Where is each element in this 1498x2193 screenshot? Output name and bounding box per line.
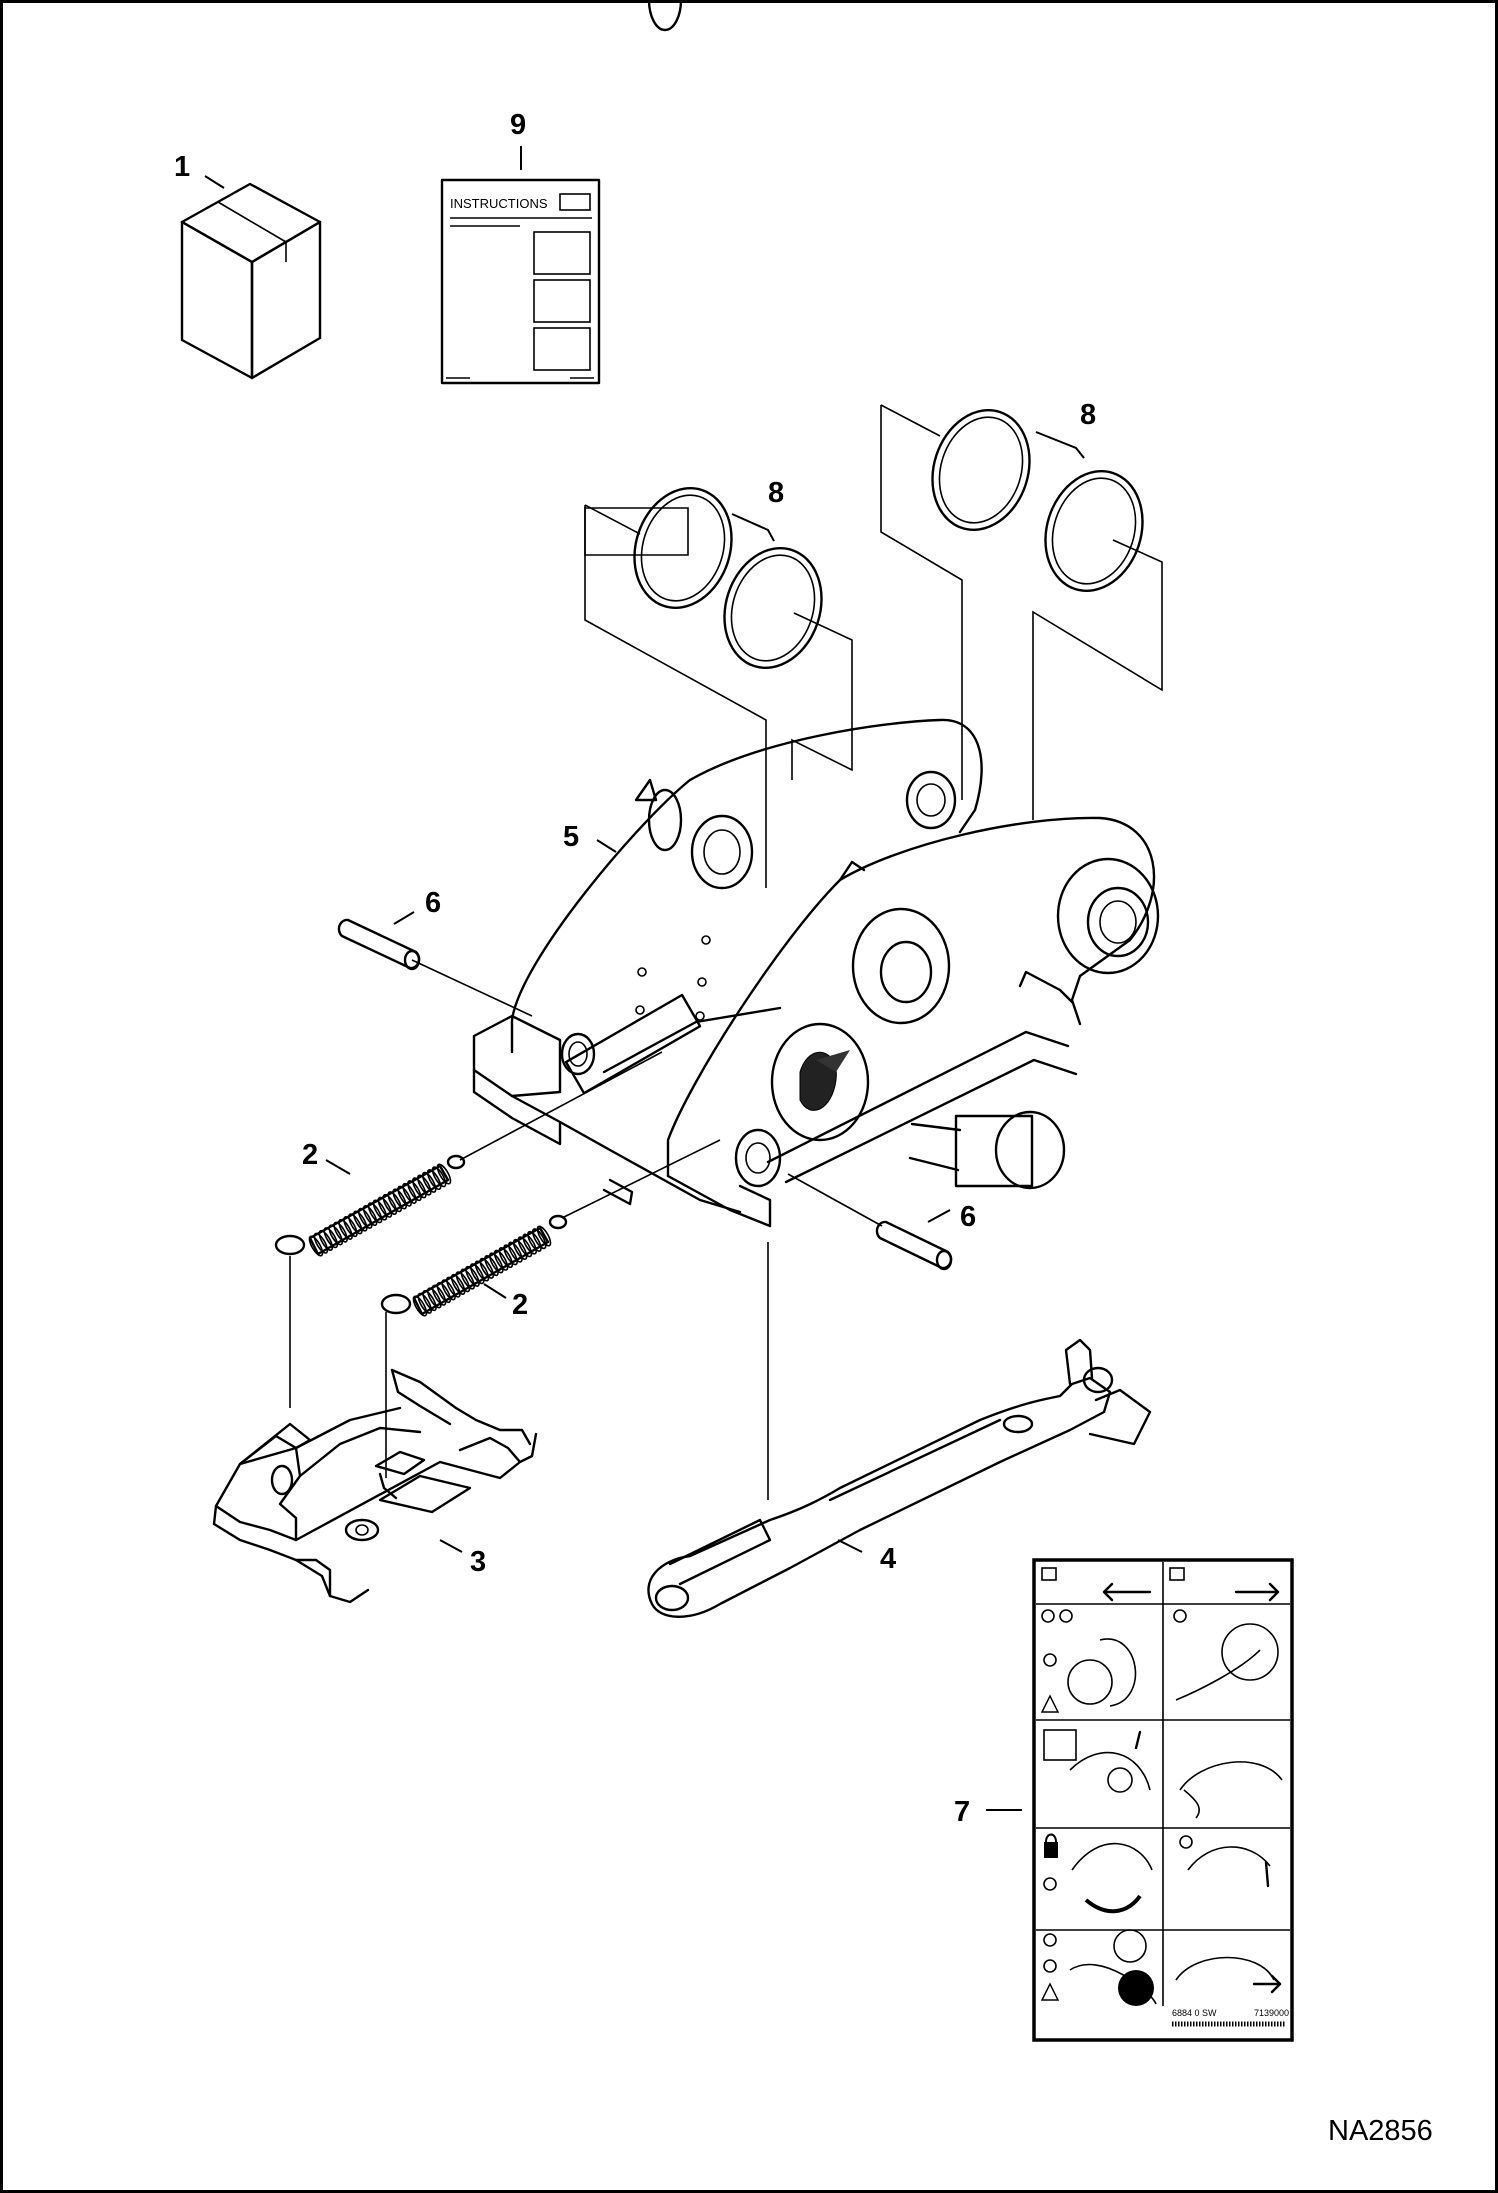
- spring-coil: [531, 1228, 547, 1250]
- part-4-lever: [647, 1242, 1152, 1618]
- part-6-pin-left: [337, 918, 533, 1017]
- part-9-instructions: INSTRUCTIONS: [440, 178, 601, 385]
- spring-coil: [333, 1221, 348, 1243]
- spring-coil: [436, 1163, 452, 1185]
- spring-coil: [446, 1276, 461, 1298]
- spring-guide-lower: [561, 1139, 721, 1219]
- part-1-box: [180, 182, 322, 380]
- spring-coil: [484, 1255, 499, 1277]
- spring-coil: [372, 1199, 388, 1221]
- spring-coil: [412, 1177, 427, 1199]
- spring-coil: [460, 1268, 475, 1290]
- callout-6b: 6: [960, 1201, 976, 1233]
- leader-2a: [325, 1159, 351, 1175]
- callout-9: 9: [510, 109, 526, 141]
- spring-coil: [431, 1284, 447, 1306]
- spring-coil: [441, 1279, 456, 1301]
- spring-coil: [436, 1282, 452, 1304]
- figure-code: NA2856: [1328, 2115, 1433, 2147]
- spring-coil: [422, 1290, 437, 1312]
- part-8-orings-right: [880, 404, 1163, 820]
- spring-coil: [508, 1241, 523, 1263]
- spring-coil: [362, 1205, 378, 1227]
- spring-coil: [318, 1229, 334, 1251]
- part-2-spring-lower: [380, 1214, 568, 1317]
- spring-coil: [465, 1265, 480, 1287]
- spring-coil: [338, 1218, 353, 1240]
- spring-coil: [313, 1232, 329, 1254]
- spring-coil: [474, 1260, 490, 1282]
- part-8-orings-left: [584, 486, 853, 888]
- spring-coil: [450, 1273, 466, 1295]
- part-6-pin-right: [787, 1173, 953, 1271]
- callout-2a: 2: [302, 1139, 318, 1171]
- spring-coil: [489, 1252, 504, 1274]
- leader-1: [204, 175, 225, 189]
- leader-2b: [483, 1283, 507, 1299]
- leader-5: [596, 839, 617, 853]
- spring-coil: [402, 1182, 417, 1204]
- spring-coil: [536, 1225, 552, 1247]
- spring-coil: [527, 1230, 542, 1252]
- decal-serial: 7139000: [1254, 2008, 1289, 2018]
- spring-coil: [431, 1166, 447, 1188]
- callout-5: 5: [563, 821, 579, 853]
- spring-coil: [503, 1244, 518, 1266]
- leader-4: [837, 1539, 863, 1553]
- spring-coil: [377, 1196, 393, 1218]
- spring-coil: [348, 1213, 363, 1235]
- spring-coil: [417, 1292, 433, 1314]
- spring-coil: [392, 1188, 407, 1210]
- spring-coil: [421, 1171, 437, 1193]
- spring-coil: [323, 1227, 339, 1249]
- spring-guide-upper: [459, 1051, 663, 1161]
- spring-coil: [427, 1287, 442, 1309]
- spring-coil: [328, 1224, 343, 1246]
- spring-coil: [353, 1210, 368, 1232]
- leader-6a: [393, 911, 415, 925]
- callout-8a: 8: [768, 477, 784, 509]
- booklet-title: INSTRUCTIONS: [450, 196, 548, 211]
- spring-coil: [522, 1233, 537, 1255]
- spring-coil: [479, 1257, 495, 1279]
- callout-2b: 2: [512, 1289, 528, 1321]
- spring-coil: [397, 1185, 412, 1207]
- spring-coil: [412, 1295, 428, 1317]
- spring-coil: [308, 1235, 324, 1257]
- part-7-decal: 6884 0 SW 7139000: [1032, 1558, 1294, 2042]
- spring-coil: [343, 1216, 358, 1238]
- decal-part-no: 6884 0 SW: [1172, 2008, 1217, 2018]
- callout-8b: 8: [1080, 399, 1096, 431]
- spring-coil: [367, 1202, 383, 1224]
- spring-coil: [512, 1238, 528, 1260]
- spring-coil: [493, 1249, 509, 1271]
- callout-1: 1: [174, 151, 190, 183]
- callout-3: 3: [470, 1546, 486, 1578]
- part-5-coupler-body: [472, 0, 1160, 1228]
- spring-coil: [417, 1174, 432, 1196]
- leader-3: [439, 1539, 463, 1553]
- spring-coil: [426, 1169, 442, 1191]
- spring-coil: [498, 1247, 514, 1269]
- spring-coil: [517, 1236, 533, 1258]
- callout-4: 4: [880, 1543, 896, 1575]
- spring-coil: [382, 1193, 398, 1215]
- leader-6b: [927, 1209, 951, 1223]
- spring-coil: [455, 1271, 471, 1293]
- spring-coil: [407, 1180, 422, 1202]
- part-2-spring-upper: [274, 1154, 466, 1257]
- spring-coil: [469, 1263, 485, 1285]
- leader-8b: [1035, 431, 1085, 459]
- callout-7: 7: [954, 1796, 970, 1828]
- spring-coil: [357, 1207, 373, 1229]
- spring-coil: [387, 1191, 403, 1213]
- part-3-latch: [212, 1368, 538, 1604]
- leader-8a: [731, 513, 775, 542]
- callout-6a: 6: [425, 887, 441, 919]
